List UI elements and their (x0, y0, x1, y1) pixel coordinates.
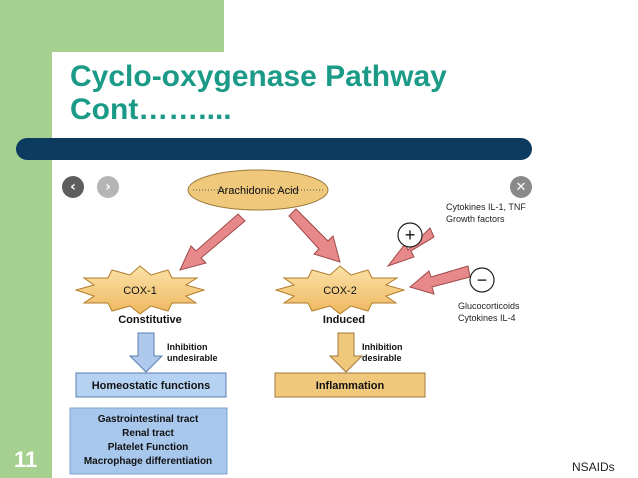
cox2-star (274, 265, 406, 315)
function-item-3: Macrophage differentiation (84, 456, 212, 467)
cox1-inhibition-line-2: undesirable (167, 353, 218, 363)
close-viewer-button[interactable]: ✕ (510, 176, 532, 198)
green-accent-left (0, 0, 52, 478)
cox1-caption: Constitutive (118, 314, 182, 326)
inhibition-sign: − (477, 270, 488, 290)
suppressors-line-1: Glucocorticoids (458, 301, 520, 311)
title-line-1: Cyclo-oxygenase Pathway (70, 60, 447, 93)
cox1-down-arrow (128, 332, 164, 373)
slide-number: 11 (14, 447, 38, 472)
functions-box (69, 407, 228, 475)
cox2-down-arrow (328, 332, 364, 373)
arrow-to-cox2 (288, 208, 341, 263)
suppressor-arrow (408, 265, 471, 295)
cox2-caption: Induced (323, 314, 365, 326)
title-divider-bar (16, 138, 532, 160)
inducers-line-1: Cytokines IL-1, TNF (446, 202, 526, 212)
homeostatic-functions-box (75, 372, 227, 398)
chevron-right-icon: › (105, 179, 111, 195)
arachidonic-acid-ellipse (187, 169, 329, 211)
title-line-2: Cont…….... (70, 93, 232, 126)
function-item-2: Platelet Function (108, 442, 189, 453)
function-item-0: Gastrointestinal tract (98, 414, 199, 425)
suppressors-line-2: Cytokines IL-4 (458, 313, 516, 323)
function-item-1: Renal tract (122, 428, 174, 439)
green-accent-top (0, 0, 224, 52)
next-image-button[interactable]: › (97, 176, 119, 198)
cox1-label: COX-1 (123, 285, 157, 297)
stimulation-sign: + (405, 225, 416, 245)
cox1-inhibition-line-1: Inhibition (167, 342, 208, 352)
cox1-star (74, 265, 206, 315)
stimulation-sign-circle (397, 222, 423, 248)
slide-title: Cyclo-oxygenase Pathway Cont…….... (70, 60, 447, 126)
footer-label: NSAIDs (572, 460, 615, 474)
cox2-label: COX-2 (323, 285, 357, 297)
homeostatic-functions-label: Homeostatic functions (92, 380, 211, 392)
inhibition-sign-circle (469, 267, 495, 293)
inducers-line-2: Growth factors (446, 214, 505, 224)
previous-image-button[interactable]: ‹ (62, 176, 84, 198)
cox2-inhibition-line-1: Inhibition (362, 342, 403, 352)
arrow-to-cox1 (179, 213, 246, 271)
inflammation-label: Inflammation (316, 380, 385, 392)
chevron-left-icon: ‹ (70, 179, 76, 195)
arachidonic-acid-label: Arachidonic Acid (217, 185, 298, 197)
inflammation-box (274, 372, 426, 398)
cox2-inhibition-line-2: desirable (362, 353, 402, 363)
close-icon: ✕ (515, 179, 527, 195)
content-panel (52, 52, 638, 478)
